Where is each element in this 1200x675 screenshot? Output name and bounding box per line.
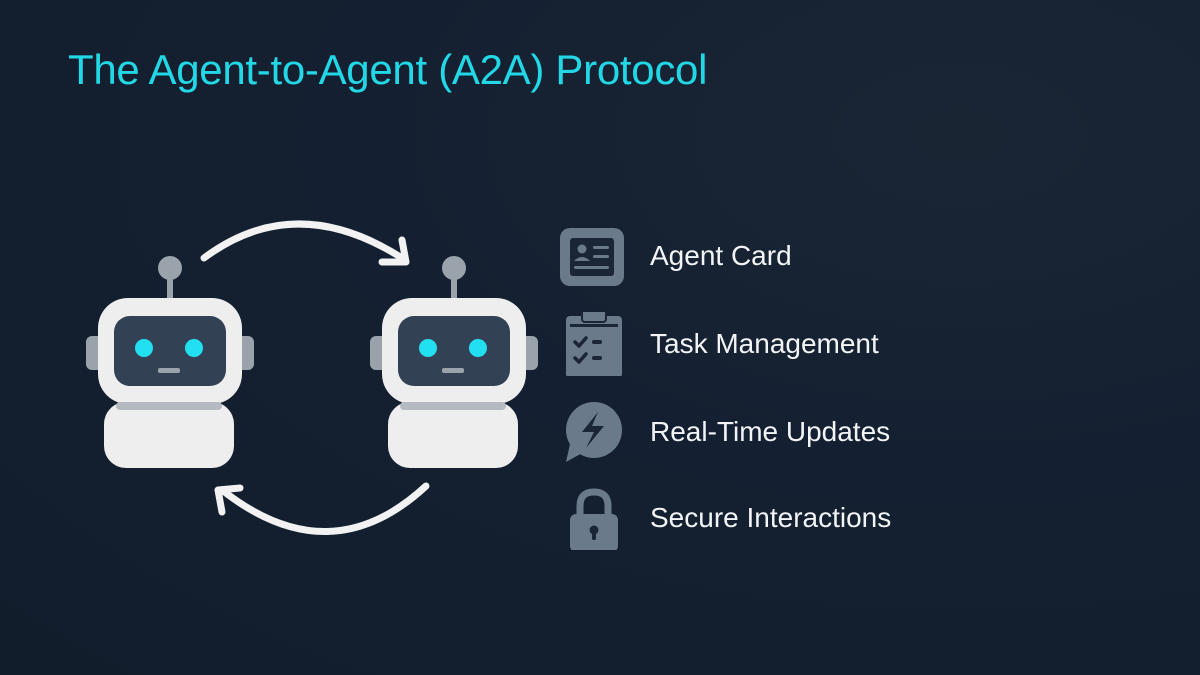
- robot-icon-right: [370, 256, 538, 468]
- clipboard-checklist-icon: [556, 312, 628, 376]
- page-title: The Agent-to-Agent (A2A) Protocol: [68, 46, 708, 93]
- arrow-right-icon: [200, 220, 410, 266]
- padlock-icon: [556, 486, 628, 550]
- feature-secure-interactions: Secure Interactions: [556, 486, 891, 550]
- feature-label: Task Management: [650, 328, 879, 359]
- feature-task-management: Task Management: [556, 312, 879, 376]
- lightning-chat-icon: [556, 400, 628, 464]
- agent-exchange-diagram: [80, 200, 540, 540]
- feature-agent-card: Agent Card: [556, 224, 792, 288]
- feature-label: Real-Time Updates: [650, 416, 891, 447]
- feature-real-time-updates: Real-Time Updates: [556, 400, 890, 464]
- id-card-icon: [556, 224, 628, 288]
- robot-icon-left: [86, 256, 254, 468]
- feature-label: Secure Interactions: [650, 502, 892, 533]
- arrow-left-icon: [214, 482, 430, 535]
- feature-label: Agent Card: [650, 240, 792, 271]
